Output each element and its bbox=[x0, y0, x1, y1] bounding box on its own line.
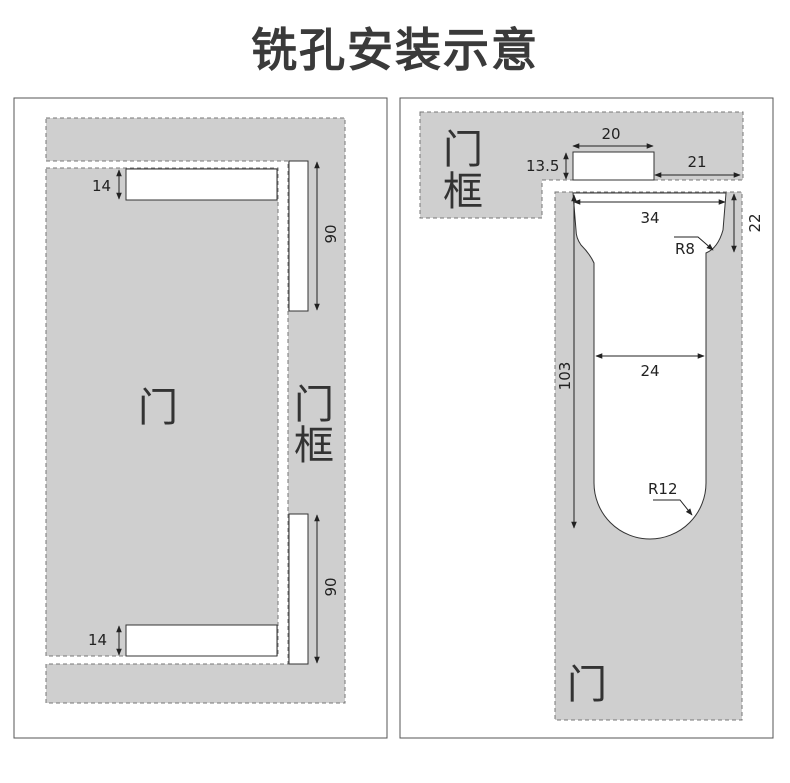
right-frame-label-2: 框 bbox=[443, 169, 483, 215]
right-dim-24-label: 24 bbox=[640, 362, 659, 380]
right-dim-r8-leader bbox=[674, 236, 714, 251]
left-frame-label-1: 门 bbox=[294, 382, 334, 428]
left-dim-90-top-label: 90 bbox=[322, 224, 340, 243]
right-dim-r8-label: R8 bbox=[675, 240, 695, 258]
right-panel-frame bbox=[399, 97, 774, 739]
left-dim-14-bottom-label: 14 bbox=[88, 631, 107, 649]
left-door-shape bbox=[45, 167, 279, 657]
right-dim-r12-label: R12 bbox=[648, 480, 678, 498]
right-keyhole-slot bbox=[572, 192, 727, 540]
left-bottom-hinge-slot bbox=[125, 624, 278, 657]
right-dim-20-label: 20 bbox=[601, 125, 620, 143]
right-dim-r12-leader bbox=[653, 499, 693, 516]
right-door-label: 门 bbox=[567, 662, 607, 708]
right-dim-13-5-label: 13.5 bbox=[526, 157, 559, 175]
right-dim-21-label: 21 bbox=[687, 153, 706, 171]
left-bottom-frame-slot bbox=[288, 513, 309, 665]
page-title: 铣孔安装示意 bbox=[251, 23, 539, 77]
right-dim-22-label: 22 bbox=[746, 213, 764, 232]
left-frame-label-2: 框 bbox=[294, 423, 334, 469]
left-dim-14-top-label: 14 bbox=[92, 177, 111, 195]
left-top-frame-slot bbox=[288, 160, 309, 312]
right-dim-34-label: 34 bbox=[640, 209, 659, 227]
left-panel-frame bbox=[13, 97, 388, 739]
right-frame-slot bbox=[572, 151, 655, 181]
right-frame-label-1: 门 bbox=[443, 127, 483, 173]
left-door-label: 门 bbox=[138, 385, 178, 431]
right-dim-103-label: 103 bbox=[556, 362, 574, 391]
left-top-hinge-slot bbox=[125, 168, 278, 201]
left-dim-90-bottom-label: 90 bbox=[322, 577, 340, 596]
